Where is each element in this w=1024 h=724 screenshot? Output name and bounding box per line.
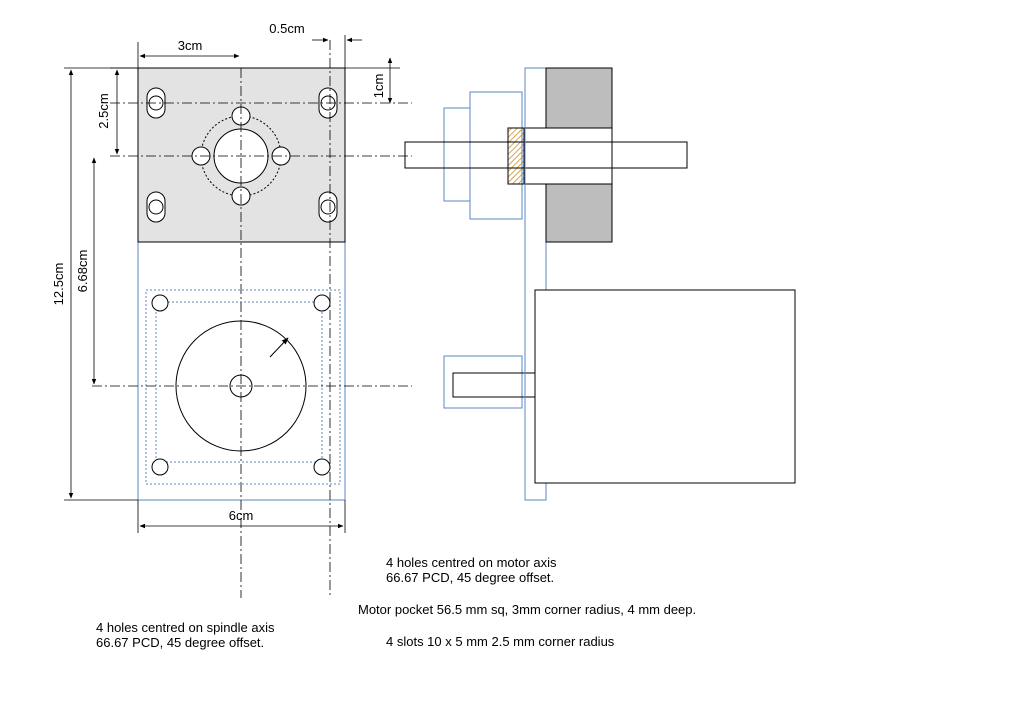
- dim-6cm: 6cm: [229, 508, 254, 523]
- dim-1cm: 1cm: [371, 74, 386, 99]
- motor-hole-bl: [151, 458, 169, 476]
- motor-pocket-outer: [145, 289, 341, 485]
- radius-arrow: [269, 337, 289, 358]
- motor-coupling: [443, 355, 523, 409]
- bearing-hatch: [507, 127, 525, 185]
- spindle-nut: [443, 107, 471, 202]
- dimension-lines: [64, 35, 400, 533]
- side-view: [404, 67, 796, 501]
- note-motor-holes-line1: 4 holes centred on motor axis: [386, 555, 557, 570]
- dim-12-5cm: 12.5cm: [51, 263, 66, 306]
- note-spindle-holes-line1: 4 holes centred on spindle axis: [96, 620, 275, 635]
- front-view: [92, 40, 412, 598]
- dim-3cm: 3cm: [178, 38, 203, 53]
- dim-0-5cm: 0.5cm: [269, 21, 304, 36]
- motor-shaft: [452, 372, 536, 398]
- spindle-bearing: [523, 127, 613, 185]
- centre-lines: [92, 40, 412, 598]
- motor-hole-tr: [313, 294, 331, 312]
- motor-hole-br: [313, 458, 331, 476]
- spindle-shaft: [404, 141, 688, 169]
- note-motor-holes-line2: 66.67 PCD, 45 degree offset.: [386, 570, 555, 585]
- note-spindle-holes-line2: 66.67 PCD, 45 degree offset.: [96, 635, 265, 650]
- note-motor-holes: 4 holes centred on motor axis 66.67 PCD,…: [386, 555, 557, 585]
- dim-6-68cm: 6.68cm: [75, 250, 90, 293]
- dim-2-5cm: 2.5cm: [96, 93, 111, 128]
- motor-pocket-inner: [155, 301, 323, 463]
- spindle-block: [137, 67, 346, 243]
- motor-hole-tl: [151, 294, 169, 312]
- note-motor-pocket: Motor pocket 56.5 mm sq, 3mm corner radi…: [358, 602, 697, 617]
- motor-body: [534, 289, 796, 484]
- note-slots: 4 slots 10 x 5 mm 2.5 mm corner radius: [386, 634, 615, 649]
- note-spindle-holes: 4 holes centred on spindle axis 66.67 PC…: [96, 620, 275, 650]
